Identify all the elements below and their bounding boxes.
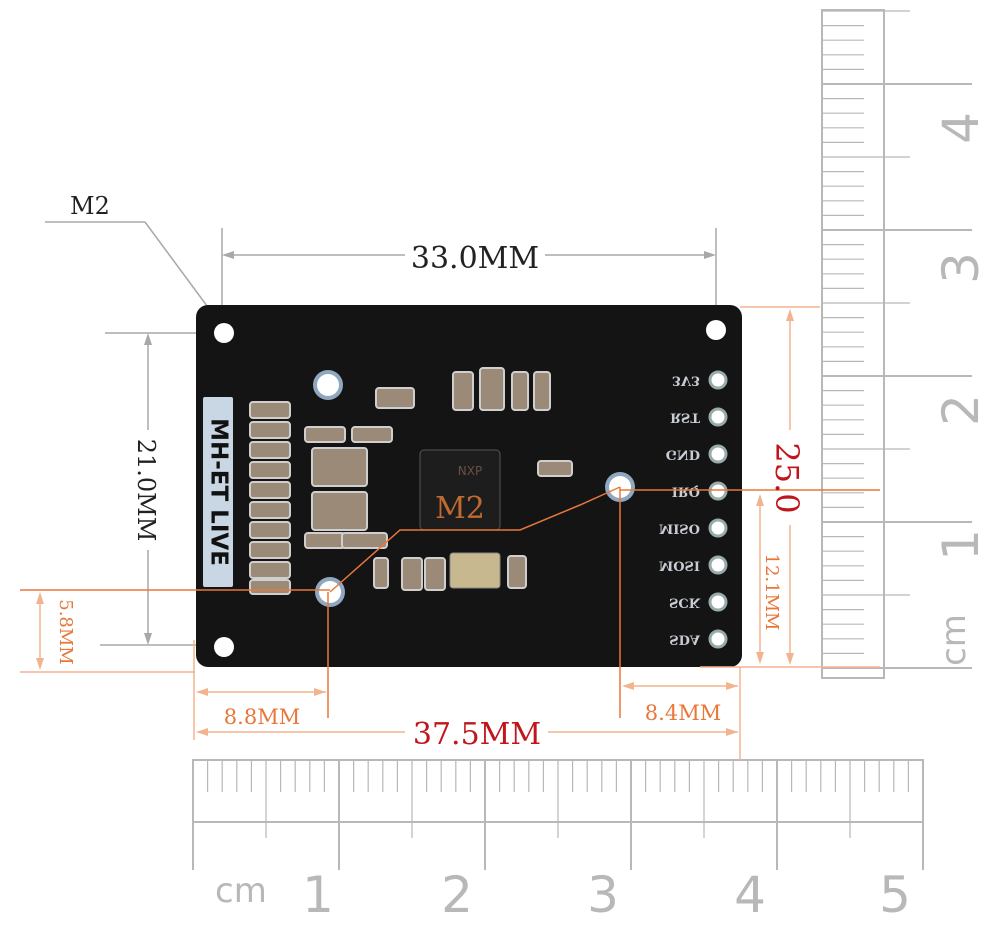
hole-spacing-y-label: 21.0MM <box>132 439 160 542</box>
hruler-label-4: 4 <box>734 866 766 924</box>
vruler-label-2: 2 <box>932 394 989 426</box>
smd-component <box>249 441 291 459</box>
smd-component <box>373 557 389 589</box>
chip-marking: NXP <box>458 464 482 478</box>
pin-hole <box>708 592 728 612</box>
hole-height-right-label: 12.1MM <box>761 554 782 631</box>
pin-hole <box>708 407 728 427</box>
board-width-label: 37.5MM <box>413 717 541 752</box>
smd-component <box>507 555 527 589</box>
chip-overlay-label: M2 <box>435 491 485 526</box>
pin-label-gnd: GND <box>666 447 700 462</box>
light-orange-dimension-lines <box>20 306 880 760</box>
smd-component <box>249 541 291 559</box>
smd-component <box>249 561 291 579</box>
pin-hole <box>708 629 728 649</box>
vruler-label-1: 1 <box>932 529 989 561</box>
pin-label-mosi: MOSI <box>659 558 700 573</box>
horizontal-ruler-unit: cm <box>215 871 267 911</box>
hole-offset-x-right-label: 8.4MM <box>645 701 721 725</box>
pin-hole <box>708 481 728 501</box>
pin-label-rst: RST <box>670 410 700 425</box>
pin-hole <box>708 555 728 575</box>
hruler-label-5: 5 <box>879 866 911 924</box>
smd-component <box>249 421 291 439</box>
smd-component <box>304 426 346 443</box>
orange-dimension-lines <box>20 486 880 718</box>
smd-component <box>249 521 291 539</box>
smd-component <box>401 557 423 591</box>
board-height-label: 25.0 <box>768 442 806 513</box>
smd-component <box>249 401 291 419</box>
smd-component <box>249 481 291 499</box>
smd-component <box>537 460 573 477</box>
hruler-label-3: 3 <box>587 866 619 924</box>
smd-component <box>375 387 415 409</box>
smd-component <box>479 367 505 411</box>
hole-offset-y-label: 5.8MM <box>55 599 76 665</box>
smd-component <box>533 371 551 411</box>
horizontal-ruler <box>192 759 924 870</box>
hruler-label-1: 1 <box>302 866 334 924</box>
smd-component <box>351 426 393 443</box>
smd-component <box>311 447 368 487</box>
smd-component <box>511 371 529 411</box>
vertical-ruler-unit: cm <box>934 614 974 666</box>
pin-label-3v3: 3V3 <box>672 373 700 388</box>
smd-component <box>249 501 291 519</box>
smd-component <box>452 371 474 411</box>
pin-label-irq: IRQ <box>672 484 700 499</box>
pin-label-sck: SCK <box>669 595 701 610</box>
hole-offset-x-left-label: 8.8MM <box>224 705 300 729</box>
smd-component <box>249 579 291 595</box>
hruler-label-2: 2 <box>441 866 473 924</box>
smd-component <box>311 491 368 531</box>
pin-hole <box>708 370 728 390</box>
pin-label-sda: SDA <box>669 632 701 647</box>
vruler-label-4: 4 <box>932 112 989 144</box>
vertical-ruler <box>821 9 972 679</box>
brand-label: MH-ET LIVE <box>206 418 232 566</box>
hole-spacing-x-label: 33.0MM <box>411 241 539 276</box>
pin-hole <box>708 444 728 464</box>
smd-component <box>249 461 291 479</box>
pin-hole <box>708 518 728 538</box>
vruler-label-3: 3 <box>932 252 989 284</box>
smd-component <box>424 557 446 591</box>
smd-component <box>341 532 388 549</box>
smd-component <box>304 532 346 549</box>
hole-size-label: M2 <box>70 192 110 220</box>
pin-label-miso: MISO <box>659 521 700 536</box>
